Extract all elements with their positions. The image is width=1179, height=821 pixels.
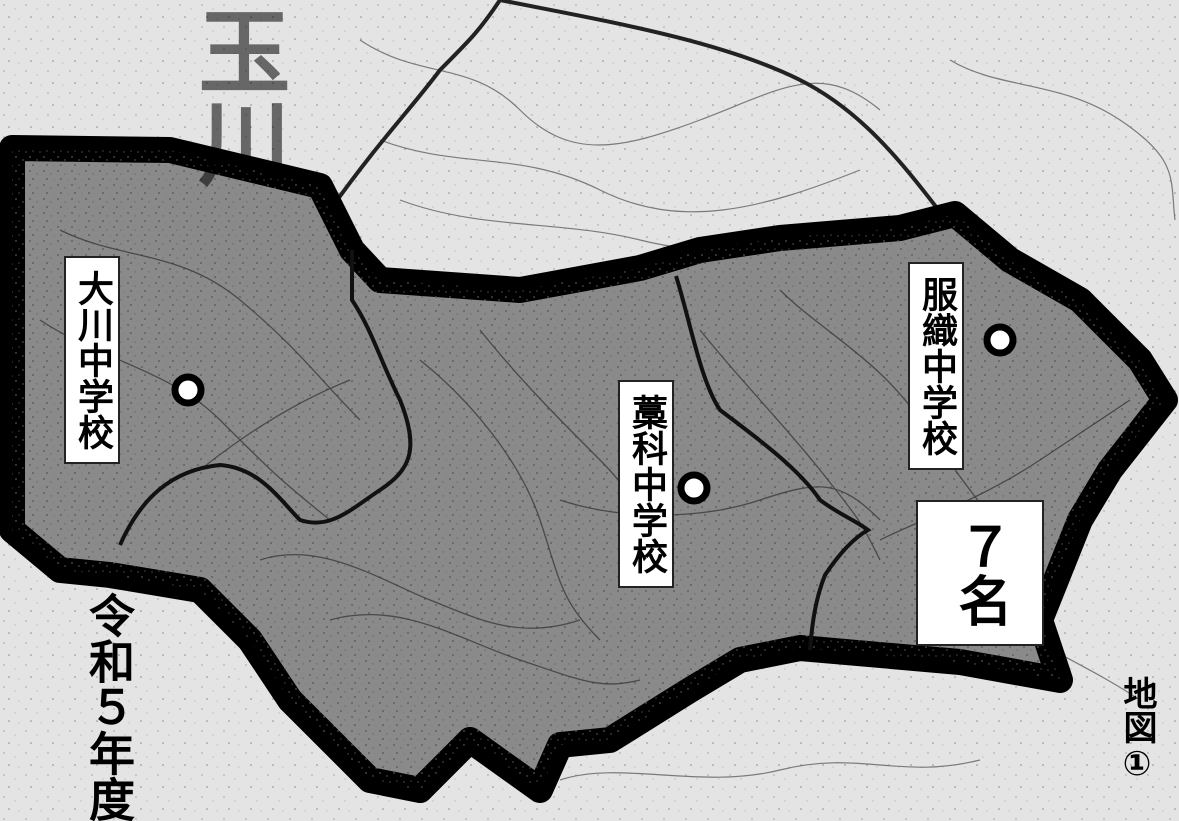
district-texture — [12, 148, 1165, 790]
school-marker-icon — [171, 373, 205, 407]
year-label: 令和５年度 — [82, 592, 136, 821]
background-place-text: 玉川 — [183, 4, 290, 188]
school-marker-icon — [677, 471, 711, 505]
school-marker-icon — [983, 323, 1017, 357]
school-label-hattori: 服織中学校 — [908, 262, 964, 470]
student-count-label: ７名 — [916, 500, 1044, 646]
boundary-okawa-aishina — [118, 250, 413, 546]
map-number-label: 地図① — [1117, 676, 1157, 784]
school-label-okawa: 大川中学校 — [64, 256, 120, 464]
school-label-aishina: 藁科中学校 — [618, 380, 674, 588]
road-north-east — [499, 0, 942, 214]
boundary-aishina-hattori — [674, 275, 872, 651]
road-north-west — [328, 0, 502, 212]
